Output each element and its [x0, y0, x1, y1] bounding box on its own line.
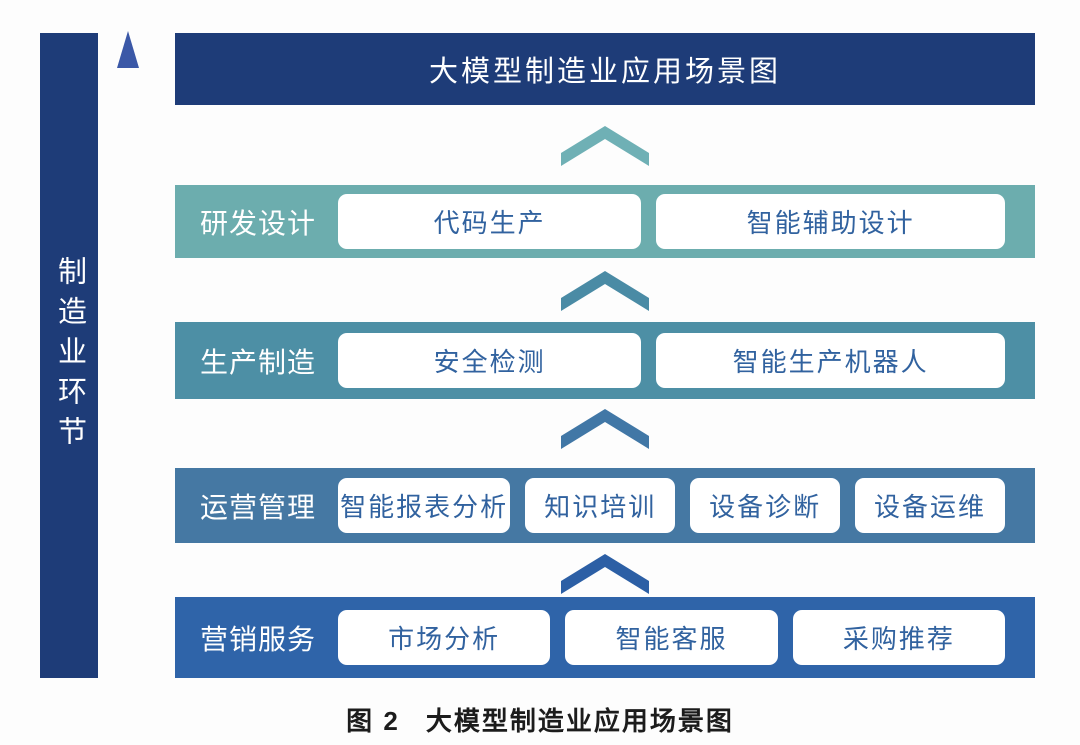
scenario-box: 智能报表分析	[338, 478, 511, 533]
scenario-boxes: 智能报表分析知识培训设备诊断设备运维	[338, 478, 1005, 533]
diagram-content: 大模型制造业应用场景图 研发设计代码生产智能辅助设计 生产制造安全检测智能生产机…	[175, 33, 1035, 678]
scenario-box: 智能辅助设计	[656, 194, 1005, 249]
stage-row: 运营管理智能报表分析知识培训设备诊断设备运维	[175, 468, 1035, 543]
scenario-boxes: 安全检测智能生产机器人	[338, 333, 1005, 388]
scenario-box: 知识培训	[525, 478, 676, 533]
scenario-box: 市场分析	[338, 610, 551, 665]
figure-caption-text: 大模型制造业应用场景图	[425, 706, 734, 736]
axis-label: 制造业环节	[53, 255, 86, 456]
scenario-box: 智能客服	[565, 610, 778, 665]
manufacturing-stage-axis-bar: 制造业环节	[40, 33, 98, 678]
diagram-title: 大模型制造业应用场景图	[428, 56, 781, 88]
stage-row: 生产制造安全检测智能生产机器人	[175, 322, 1035, 399]
stage-label: 营销服务	[200, 624, 317, 656]
stage-row: 研发设计代码生产智能辅助设计	[175, 185, 1035, 258]
scenario-box: 代码生产	[338, 194, 642, 249]
stage-label: 生产制造	[200, 347, 317, 379]
up-chevron-icon	[561, 271, 649, 311]
scenario-box: 设备诊断	[690, 478, 841, 533]
up-chevron-icon	[561, 126, 649, 166]
scenario-box: 智能生产机器人	[656, 333, 1005, 388]
stage-label: 研发设计	[200, 208, 317, 240]
up-chevron-icon	[561, 554, 649, 594]
scenario-box: 安全检测	[338, 333, 642, 388]
scenario-boxes: 市场分析智能客服采购推荐	[338, 610, 1005, 665]
up-arrow-icon	[117, 31, 139, 674]
stage-row: 营销服务市场分析智能客服采购推荐	[175, 597, 1035, 678]
scenario-box: 设备运维	[855, 478, 1005, 533]
diagram-title-bar: 大模型制造业应用场景图	[175, 33, 1035, 105]
scenario-boxes: 代码生产智能辅助设计	[338, 194, 1005, 249]
scenario-box: 采购推荐	[792, 610, 1005, 665]
up-chevron-icon	[561, 409, 649, 449]
figure-caption: 图 2 大模型制造业应用场景图	[0, 701, 1080, 738]
stage-label: 运营管理	[200, 492, 317, 524]
figure-number: 图 2	[346, 706, 400, 736]
